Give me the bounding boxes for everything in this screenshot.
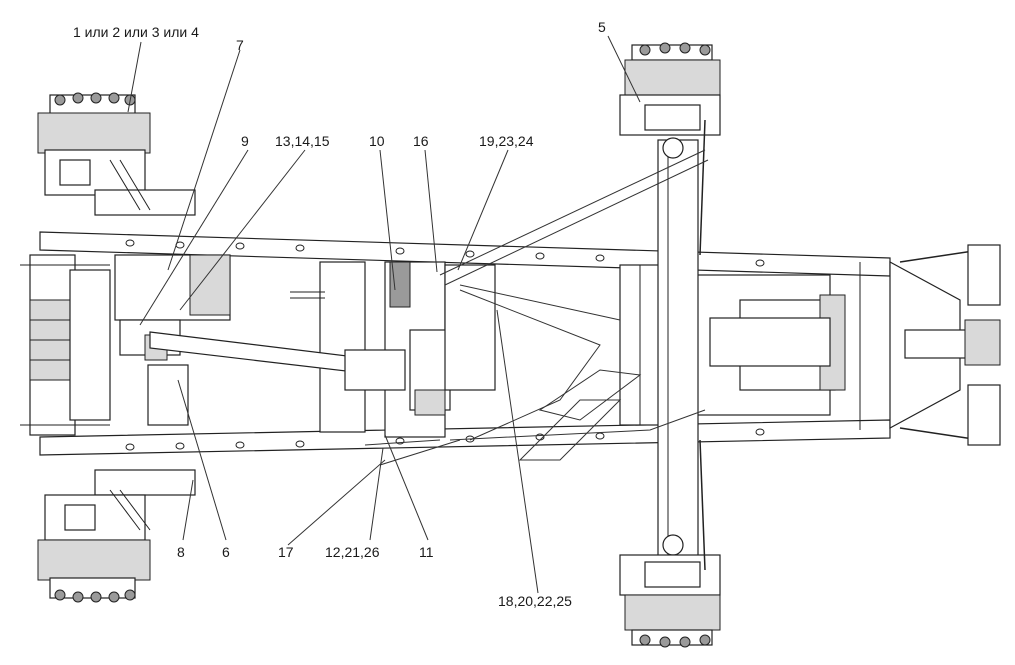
callout-10: 10 bbox=[369, 133, 385, 149]
tow-hitch-assembly bbox=[889, 244, 1001, 446]
callout-11: 11 bbox=[419, 544, 434, 560]
hydraulic-lines bbox=[364, 149, 709, 466]
callout-1-2-3-4: 1 или 2 или 3 или 4 bbox=[73, 24, 199, 40]
callout-17: 17 bbox=[278, 544, 294, 560]
callout-18-20-22-25: 18,20,22,25 bbox=[498, 593, 572, 609]
callout-19-23-24: 19,23,24 bbox=[479, 133, 534, 149]
callout-12-21-26: 12,21,26 bbox=[325, 544, 380, 560]
callout-8: 8 bbox=[177, 544, 185, 560]
callout-6: 6 bbox=[222, 544, 230, 560]
centre-equipment bbox=[114, 254, 846, 438]
callout-16: 16 bbox=[413, 133, 429, 149]
front-axle-assembly bbox=[20, 92, 196, 603]
callout-13-14-15: 13,14,15 bbox=[275, 133, 330, 149]
callout-7: 7 bbox=[236, 37, 244, 53]
callout-5: 5 bbox=[598, 19, 606, 35]
callout-labels: 1 или 2 или 3 или 4 5 6 7 8 9 10 11 12,2… bbox=[73, 19, 606, 609]
rear-axle-assembly bbox=[619, 42, 721, 648]
callout-9: 9 bbox=[241, 133, 249, 149]
leader-lines bbox=[127, 35, 641, 594]
